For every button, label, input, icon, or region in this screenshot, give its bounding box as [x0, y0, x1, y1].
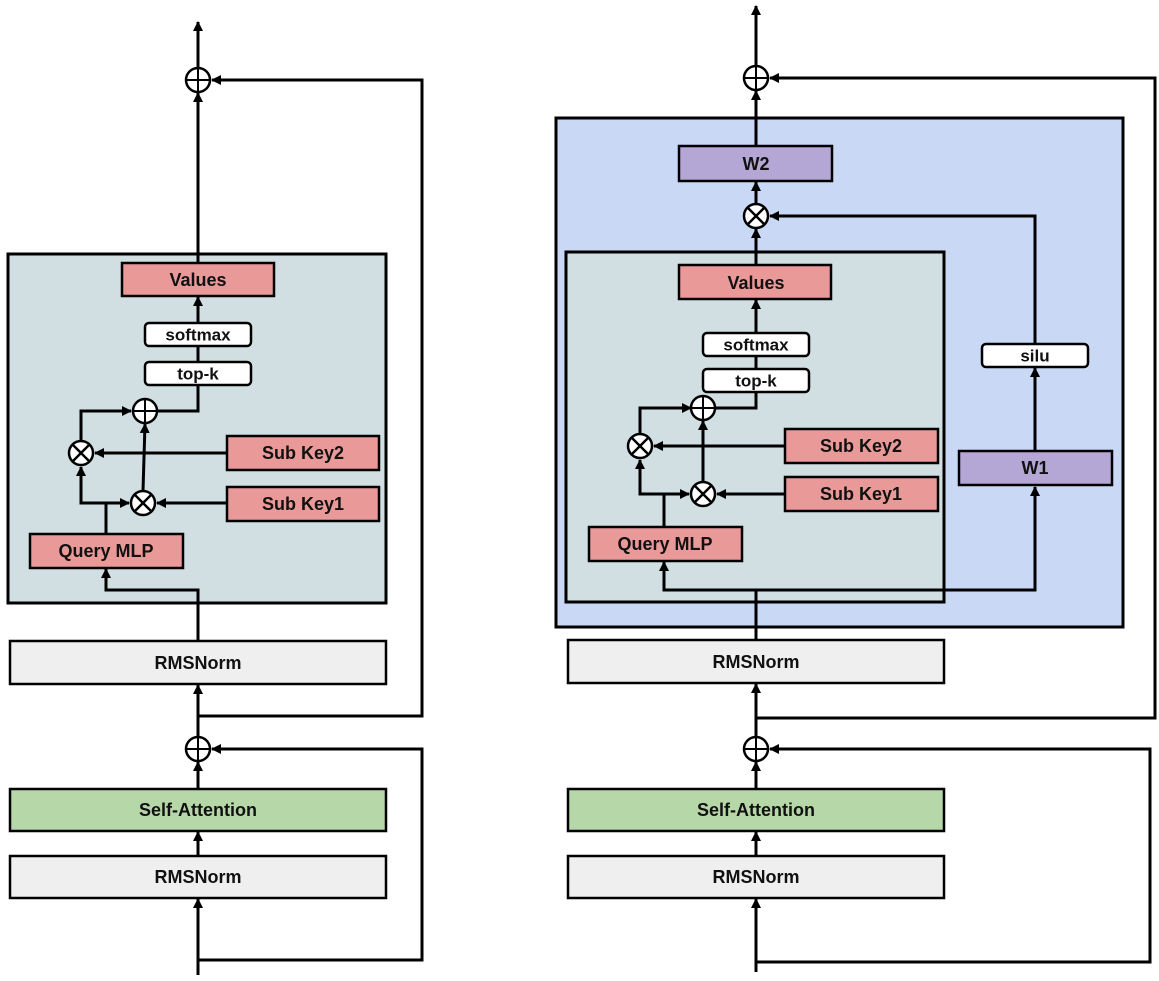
right-inner-add-icon — [689, 394, 717, 422]
left-to-query-mlp-arrow — [101, 568, 200, 603]
left-query-mlp-box: Query MLP — [28, 532, 185, 570]
left-rmsnorm-bottom-box: RMSNorm — [8, 854, 388, 900]
right-subkey2-label: Sub Key2 — [820, 436, 902, 456]
right-subkey1-label: Sub Key1 — [820, 484, 902, 504]
right-top-add-icon — [742, 64, 770, 92]
left-mul2-to-sum-arrow — [79, 406, 132, 440]
right-rmsnorm-top-box: RMSNorm — [566, 638, 946, 685]
right-topk-label: top-k — [735, 372, 777, 391]
left-inner-add-icon — [131, 397, 159, 425]
left-softmax-label: softmax — [165, 326, 231, 345]
right-bottom-add-icon — [742, 735, 770, 763]
right-self-attention-label: Self-Attention — [697, 800, 815, 820]
left-values-box: Values — [120, 261, 276, 298]
left-bottom-add-icon — [184, 735, 212, 763]
right-multiply-lower-icon — [689, 480, 717, 508]
right-values-label: Values — [727, 273, 784, 293]
left-q-to-mul2-arrow — [76, 466, 106, 505]
left-subkey2-label: Sub Key2 — [262, 443, 344, 463]
left-residual-top — [198, 75, 424, 718]
right-rmsnorm-top-label: RMSNorm — [712, 652, 799, 672]
right-w1-box: W1 — [957, 449, 1114, 487]
right-silu-box: silu — [980, 342, 1090, 369]
right-query-mlp-label: Query MLP — [617, 534, 712, 554]
left-multiply-upper-icon — [67, 439, 95, 467]
right-w2-box: W2 — [677, 144, 834, 183]
right-rmsnorm-bottom-label: RMSNorm — [712, 867, 799, 887]
left-topk-box: top-k — [143, 360, 253, 387]
left-subkey1-box: Sub Key1 — [225, 485, 381, 523]
right-mul2-to-sum-arrow — [638, 403, 692, 435]
left-mul1-to-sum-arrow — [139, 423, 150, 492]
right-silu-to-mul-arrow — [769, 211, 1037, 344]
right-w1-label: W1 — [1022, 458, 1049, 478]
left-values-label: Values — [169, 270, 226, 290]
right-gate-multiply-icon — [742, 202, 770, 230]
left-softmax-box: softmax — [143, 321, 253, 348]
right-sum-to-topk — [715, 392, 758, 410]
right-softmax-box: softmax — [701, 331, 811, 358]
right-subkey2-box: Sub Key2 — [783, 427, 940, 465]
left-top-add-icon — [184, 66, 212, 94]
left-sum-to-topk — [157, 386, 200, 413]
right-values-box: Values — [677, 263, 833, 301]
right-residual-top — [756, 73, 1157, 720]
left-subkey2-box: Sub Key2 — [225, 434, 381, 472]
right-q-to-mul2-arrow — [635, 459, 664, 496]
right-softmax-label: softmax — [723, 336, 789, 355]
right-silu-label: silu — [1020, 347, 1049, 366]
right-self-attention-box: Self-Attention — [566, 787, 946, 833]
right-topk-box: top-k — [701, 367, 811, 394]
right-multiply-upper-icon — [626, 432, 654, 460]
left-residual-bottom — [198, 744, 424, 962]
left-rmsnorm-top-box: RMSNorm — [8, 639, 388, 686]
left-query-mlp-label: Query MLP — [58, 541, 153, 561]
right-to-query-mlp-arrow — [659, 561, 756, 592]
right-subkey1-box: Sub Key1 — [783, 475, 940, 513]
left-rmsnorm-top-label: RMSNorm — [154, 653, 241, 673]
left-self-attention-label: Self-Attention — [139, 800, 257, 820]
left-multiply-lower-icon — [129, 489, 157, 517]
left-topk-label: top-k — [177, 365, 219, 384]
left-self-attention-box: Self-Attention — [8, 787, 388, 833]
right-query-mlp-box: Query MLP — [587, 525, 744, 563]
left-diagram: Values softmax top-k Sub Key2 Sub Key1 Q… — [6, 21, 424, 975]
right-diagram: W2 Values softmax top-k Sub Key2 Sub Key… — [554, 5, 1157, 972]
right-residual-bottom — [756, 744, 1152, 964]
right-rmsnorm-bottom-box: RMSNorm — [566, 854, 946, 900]
right-w2-label: W2 — [743, 154, 770, 174]
left-subkey1-label: Sub Key1 — [262, 494, 344, 514]
right-input-to-w1-arrow — [756, 486, 1040, 592]
left-rmsnorm-bottom-label: RMSNorm — [154, 867, 241, 887]
